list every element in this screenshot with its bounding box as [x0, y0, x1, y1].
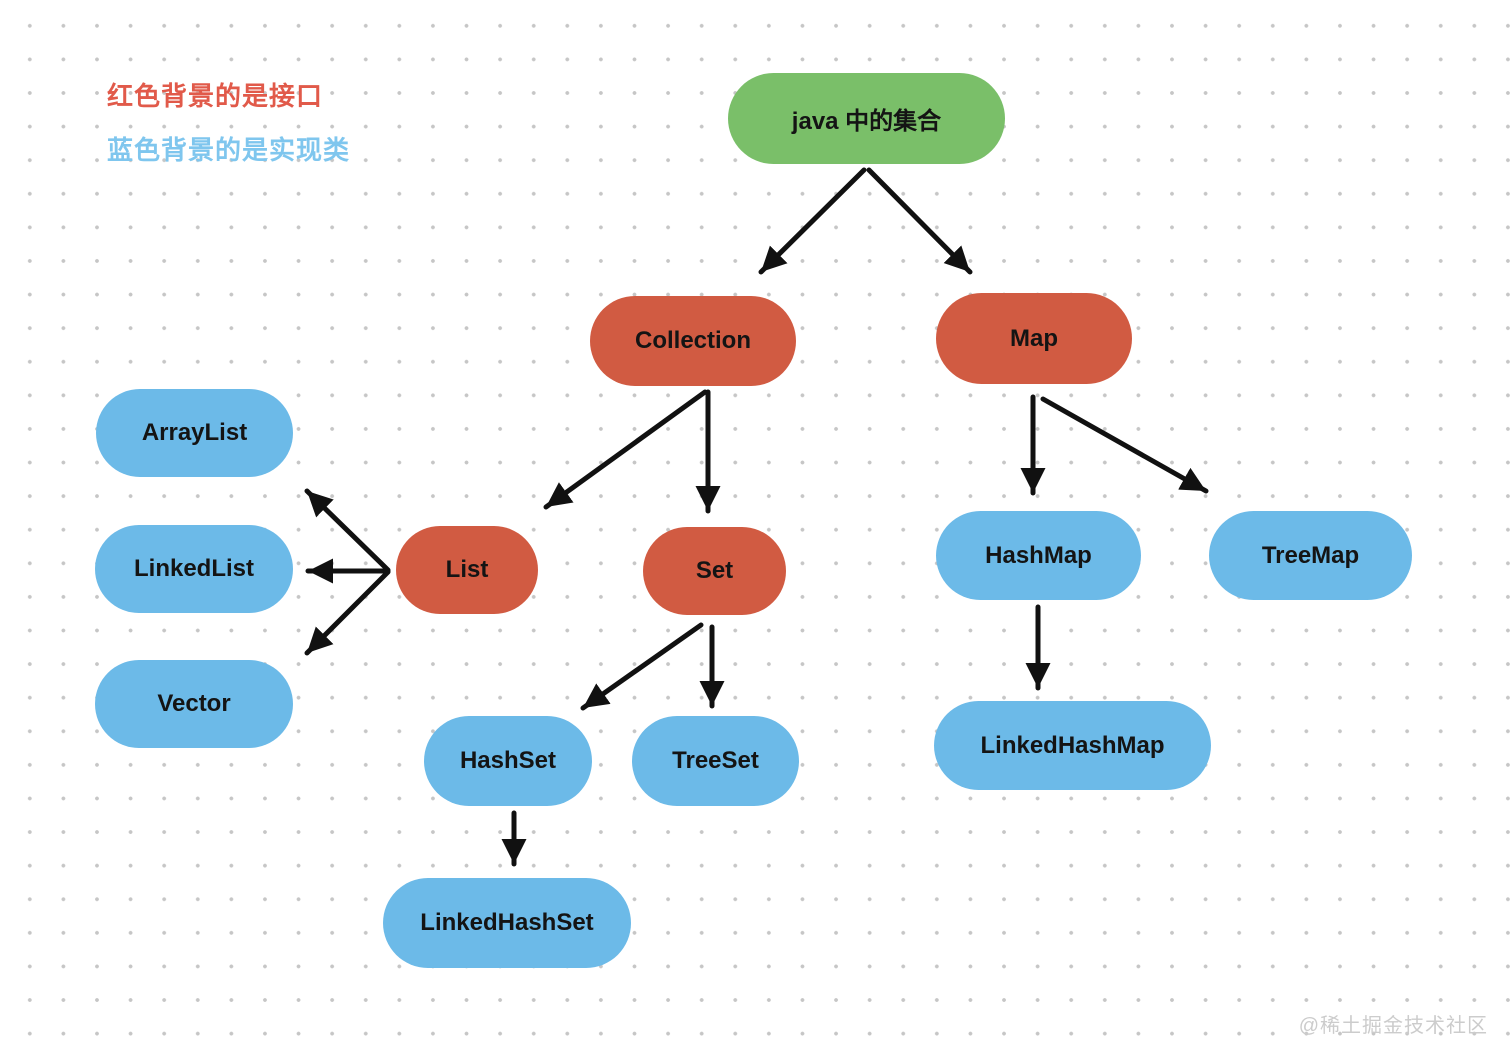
edge-list-arraylist	[304, 488, 391, 573]
node-root: java 中的集合	[728, 73, 1005, 164]
legend-interface-note: 红色背景的是接口	[107, 81, 324, 111]
watermark: @稀土掘金技术社区	[1298, 1015, 1488, 1037]
node-treeset: TreeSet	[632, 716, 799, 806]
edge-map-treemap	[1040, 396, 1209, 494]
node-treemap: TreeMap	[1209, 511, 1412, 600]
node-collection: Collection	[590, 296, 796, 386]
node-linkedhashset: LinkedHashSet	[383, 878, 631, 968]
node-map: Map	[936, 293, 1132, 384]
edge-set-hashset	[580, 622, 704, 711]
node-vector: Vector	[95, 660, 293, 748]
legend-implementation-note: 蓝色背景的是实现类	[107, 135, 351, 165]
node-set: Set	[643, 527, 786, 615]
node-hashset: HashSet	[424, 716, 592, 806]
node-linkedlist: LinkedList	[95, 525, 293, 613]
edge-collection-list	[543, 389, 708, 510]
edge-root-collection	[758, 167, 867, 275]
node-arraylist: ArrayList	[96, 389, 293, 477]
node-linkedhashmap: LinkedHashMap	[934, 701, 1211, 790]
node-list: List	[396, 526, 538, 614]
node-hashmap: HashMap	[936, 511, 1141, 600]
edge-root-map	[866, 167, 973, 275]
edge-list-vector	[304, 569, 391, 656]
